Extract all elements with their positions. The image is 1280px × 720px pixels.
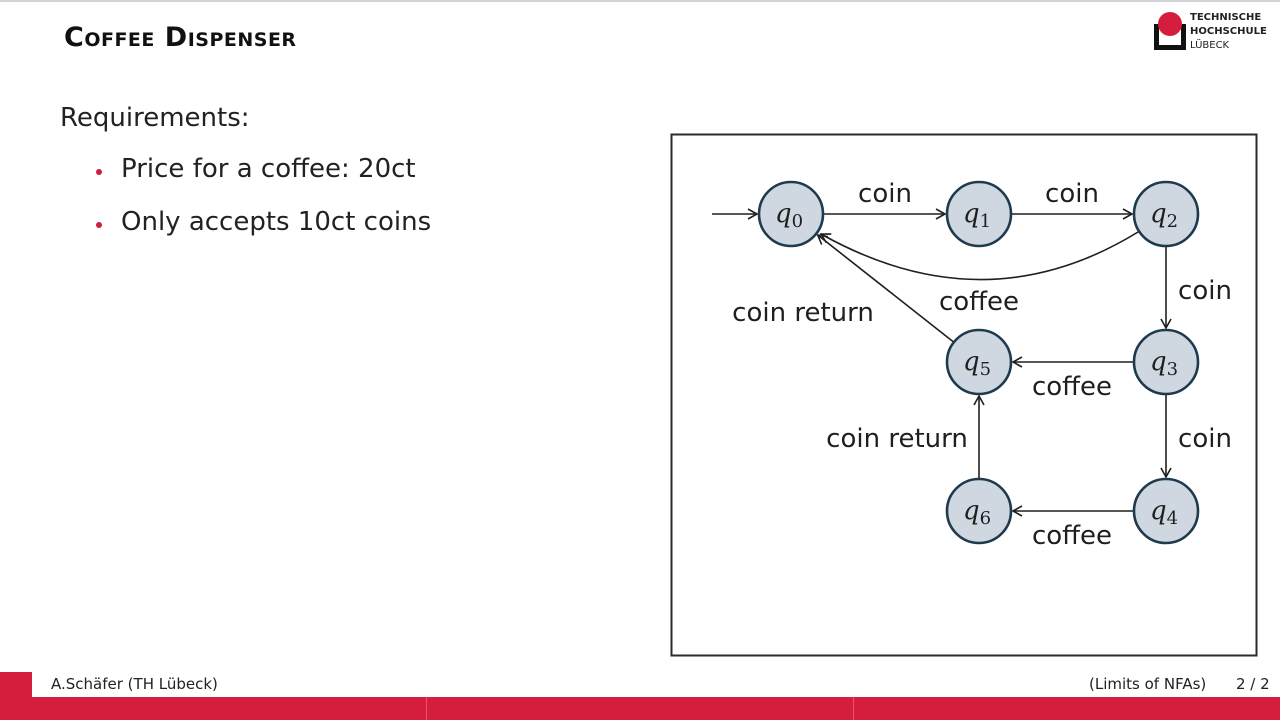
state-q1: q1 [945, 180, 1013, 248]
state-q0: q0 [757, 180, 825, 248]
transition-label-q2-q0: coffee [939, 287, 1019, 317]
logo-circle [1158, 12, 1182, 36]
state-circle [1132, 328, 1200, 396]
transition-label-q2-q3: coin [1178, 276, 1232, 306]
requirements-list: Price for a coffee: 20ct Only accepts 10… [96, 154, 431, 260]
state-subscript: 3 [1167, 359, 1178, 380]
transition-arrow-q5-q0 [816, 234, 955, 343]
bullet-icon [96, 169, 102, 175]
logo-text: TECHNISCHE HOCHSCHULE LÜBECK [1190, 11, 1267, 53]
requirement-text: Price for a coffee: 20ct [121, 154, 416, 184]
transition-label-q5-q0: coin return [732, 298, 874, 328]
transition-label-q3-q4: coin [1178, 424, 1232, 454]
state-label: q3 [1150, 347, 1178, 380]
transition-labels: coin coin coffee coin coffee coin coffee coin r… [732, 179, 1232, 551]
footer-author: A.Schäfer (TH Lübeck) [51, 675, 218, 693]
state-subscript: 5 [980, 359, 991, 380]
state-subscript: 6 [980, 508, 991, 529]
state-q6: q6 [945, 477, 1013, 545]
footer-section: (Limits of NFAs) [1089, 675, 1207, 693]
state-subscript: 4 [1167, 508, 1178, 529]
requirement-item: Price for a coffee: 20ct [96, 154, 431, 207]
footer-bar-divider [853, 697, 854, 720]
logo-line-2: HOCHSCHULE [1190, 26, 1267, 37]
footer-bar-divider [426, 697, 427, 720]
transition-label-q3-q5: coffee [1032, 372, 1112, 402]
logo-emblem-icon [1154, 12, 1186, 50]
logo-line-3: LÜBECK [1190, 40, 1230, 51]
state-subscript: 0 [792, 211, 803, 232]
transition-label-q1-q2: coin [1045, 179, 1099, 209]
state-circle [945, 180, 1013, 248]
transition-label-q4-q6: coffee [1032, 521, 1112, 551]
footer-page-number: 2 / 2 [1236, 675, 1270, 693]
state-q4: q4 [1132, 477, 1200, 545]
transition-edges [712, 208, 1172, 517]
bullet-icon [96, 222, 102, 228]
state-subscript: 1 [980, 211, 991, 232]
transition-arrow-q2-q0 [819, 231, 1139, 281]
requirements-heading: Requirements: [60, 103, 250, 133]
footer-accent-block [0, 672, 32, 698]
state-q3: q3 [1132, 328, 1200, 396]
state-q5: q5 [945, 328, 1013, 396]
state-label: q1 [963, 199, 991, 232]
logo-line-1: TECHNISCHE [1190, 12, 1262, 23]
requirement-item: Only accepts 10ct coins [96, 207, 431, 260]
state-circle [1132, 180, 1200, 248]
state-circle [757, 180, 825, 248]
state-circle [945, 328, 1013, 396]
transition-label-q0-q1: coin [858, 179, 912, 209]
state-circle [945, 477, 1013, 545]
state-subscript: 2 [1167, 211, 1178, 232]
requirement-text: Only accepts 10ct coins [121, 207, 432, 237]
state-circle [1132, 477, 1200, 545]
state-q2: q2 [1132, 180, 1200, 248]
transition-label-q6-q5: coin return [826, 424, 968, 454]
footer-bar [0, 697, 1280, 720]
slide-title: Coffee Dispenser [64, 22, 297, 53]
top-rule [0, 0, 1280, 2]
university-logo: TECHNISCHE HOCHSCHULE LÜBECK [1152, 10, 1274, 54]
state-nodes: q0 q1 q2 q3 q4 q5 q6 [757, 180, 1200, 545]
